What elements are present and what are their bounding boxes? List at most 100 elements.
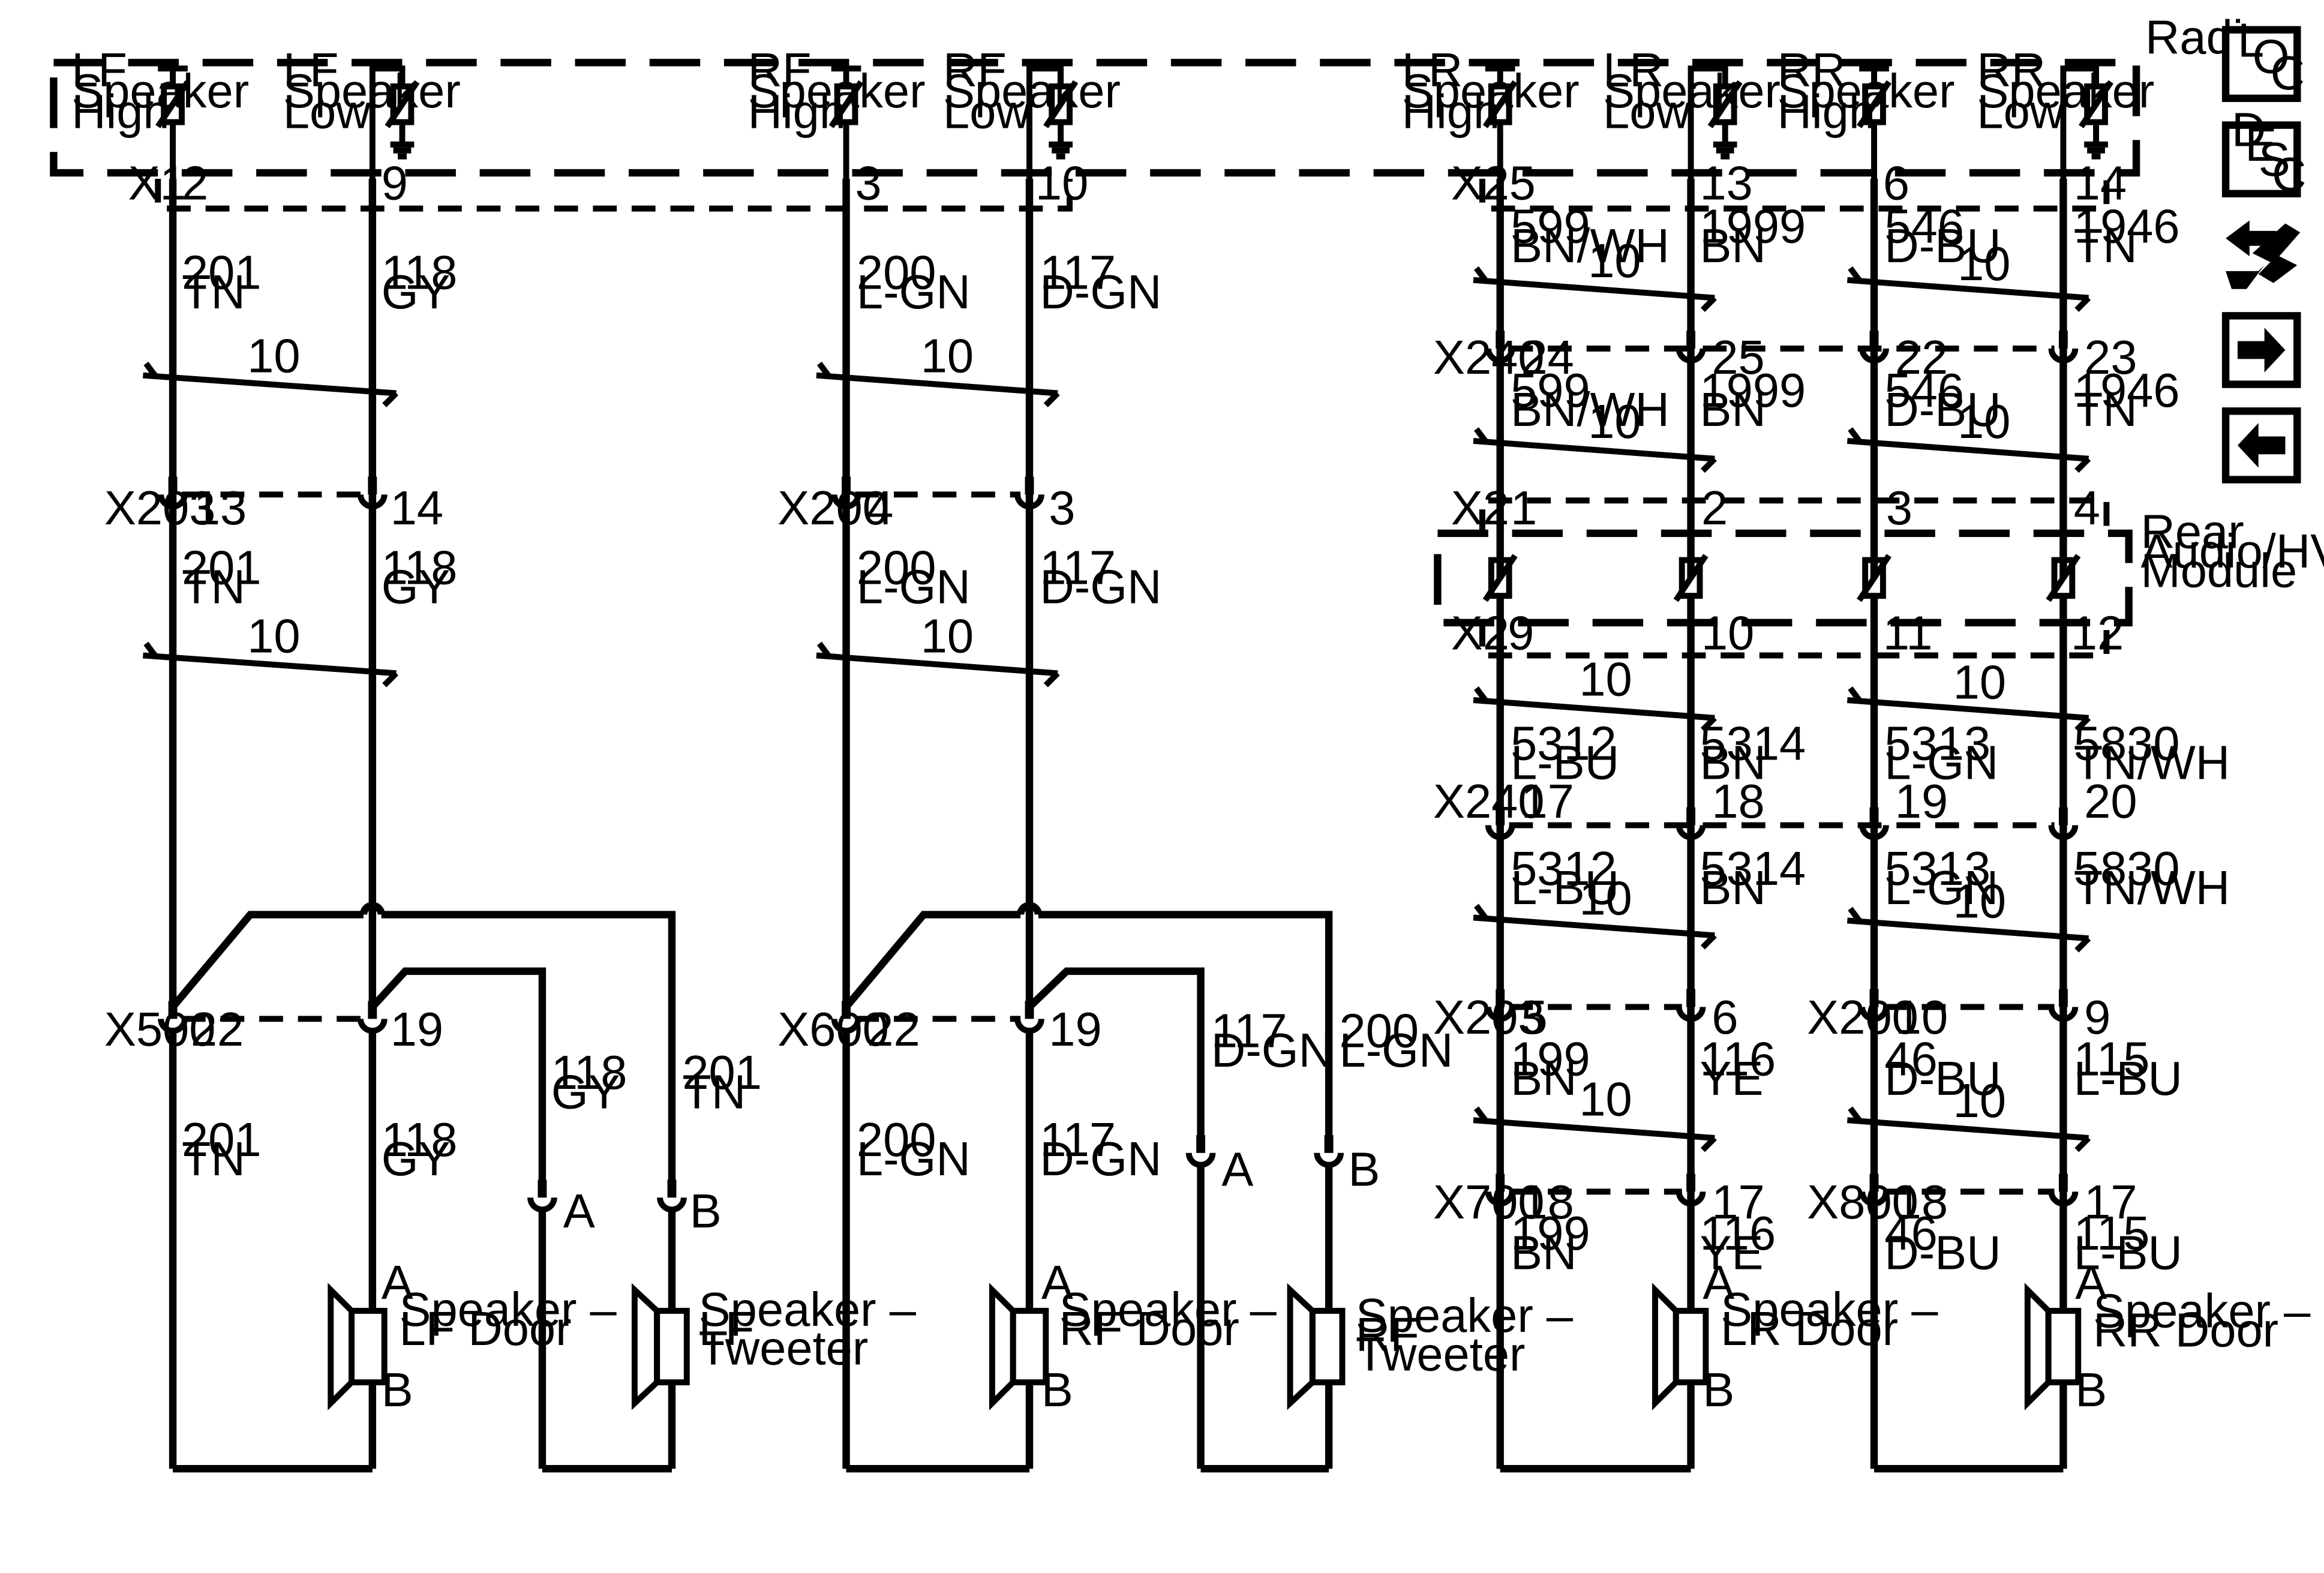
svg-text:D: D <box>2232 103 2266 156</box>
arrow-right-icon[interactable] <box>2221 312 2301 388</box>
svg-text:YE: YE <box>1700 1052 1763 1105</box>
svg-text:BN/WH: BN/WH <box>1511 383 1670 436</box>
svg-text:RR: RR <box>1977 43 2046 97</box>
svg-text:5312: 5312 <box>1511 842 1617 895</box>
speaker-lr-door-icon <box>1652 1283 1709 1410</box>
svg-text:117: 117 <box>1211 1004 1287 1058</box>
svg-text:L: L <box>2238 13 2264 67</box>
svg-text:GY: GY <box>382 560 451 614</box>
pin-label: 17 <box>2084 1175 2137 1229</box>
twist-label: 10 <box>1579 872 1632 925</box>
pin-label: 13 <box>194 481 247 535</box>
radio-module-outline <box>50 59 2140 177</box>
svg-text:TN: TN <box>182 1132 245 1185</box>
svg-text:C: C <box>2272 148 2306 201</box>
svg-text:200: 200 <box>857 541 936 594</box>
svg-text:5314: 5314 <box>1700 842 1806 895</box>
pin-label: A <box>2075 1256 2107 1309</box>
svg-text:116: 116 <box>1700 1206 1776 1260</box>
svg-text:5312: 5312 <box>1511 716 1617 770</box>
svg-text:BN/WH: BN/WH <box>1511 219 1670 272</box>
pin-label: 6 <box>1712 990 1738 1044</box>
svg-text:599: 599 <box>1511 200 1590 253</box>
loc-button[interactable]: L O C <box>2221 13 2305 103</box>
pin-label: B <box>1348 1142 1380 1196</box>
tweeter-connectors <box>527 1135 1344 1213</box>
svg-text:TN: TN <box>2074 219 2137 272</box>
front-wiring <box>143 178 1060 1013</box>
svg-text:TN/WH: TN/WH <box>2074 736 2230 789</box>
pin-label: B <box>1703 1363 1734 1416</box>
svg-text:TN: TN <box>682 1065 746 1118</box>
twist-label: 10 <box>1579 653 1632 706</box>
speaker-rr-door-label: Speaker –RR Door <box>2093 1284 2311 1356</box>
twist-label: 10 <box>921 329 974 383</box>
connector-x700-label: X700 <box>1433 1175 1545 1229</box>
svg-text:1999: 1999 <box>1700 364 1806 417</box>
pin-label: 9 <box>1508 607 1534 660</box>
twist-label: 10 <box>247 329 300 383</box>
pin-label: 14 <box>391 481 443 535</box>
pin-label: 14 <box>2074 157 2127 210</box>
svg-text:TN/WH: TN/WH <box>2074 861 2230 914</box>
pin-label: 17 <box>1712 1175 1764 1229</box>
svg-text:599: 599 <box>1511 364 1590 417</box>
svg-text:L-BU: L-BU <box>2074 1226 2182 1279</box>
svg-text:116: 116 <box>1700 1032 1776 1086</box>
front-speaker-wiring <box>169 1028 1333 1473</box>
pin-label: 3 <box>1049 481 1075 535</box>
svg-text:Module: Module <box>2141 544 2298 597</box>
svg-text:High: High <box>1402 85 1500 139</box>
svg-text:RF: RF <box>943 43 1007 97</box>
connector-x200-front <box>831 476 1044 510</box>
svg-text:46: 46 <box>1884 1206 1937 1260</box>
pin-label: 3 <box>1886 481 1912 535</box>
svg-text:Audio/HVAC: Audio/HVAC <box>2141 524 2324 578</box>
svg-text:Low: Low <box>1977 85 2064 139</box>
arrow-left-icon[interactable] <box>2221 407 2301 484</box>
speaker-lf-door-icon <box>328 1283 388 1410</box>
svg-text:118: 118 <box>382 246 458 299</box>
connector-x240-label: X240 <box>1433 331 1545 384</box>
pin-label: 2 <box>1701 481 1728 535</box>
desc-button[interactable]: D E S C <box>2221 103 2306 201</box>
svg-text:RR: RR <box>1777 43 1846 97</box>
svg-text:117: 117 <box>1040 246 1116 299</box>
pin-label: 22 <box>191 1002 244 1056</box>
connector-x1-band <box>155 178 1073 212</box>
pin-label: B <box>2075 1363 2107 1416</box>
svg-text:5830: 5830 <box>2074 716 2180 770</box>
pin-label: B <box>1041 1363 1073 1416</box>
svg-text:LF: LF <box>699 1302 755 1355</box>
pin-label: 10 <box>1035 157 1088 210</box>
pin-label: 20 <box>2084 775 2137 828</box>
svg-text:O: O <box>2253 30 2290 83</box>
svg-text:L-GN: L-GN <box>857 265 971 319</box>
connector-swap-icon[interactable] <box>2226 220 2301 289</box>
connector-x240-label: X240 <box>1433 775 1545 828</box>
svg-text:L-GN: L-GN <box>1884 861 1998 914</box>
svg-text:BN: BN <box>1511 1052 1577 1105</box>
pin-label: 19 <box>1895 775 1948 828</box>
twist-label: 10 <box>1588 395 1641 448</box>
svg-text:TN: TN <box>182 265 245 319</box>
svg-text:BN: BN <box>1700 736 1765 789</box>
pin-label: A <box>1703 1256 1734 1309</box>
svg-text:46: 46 <box>1884 1032 1937 1086</box>
svg-text:D-BU: D-BU <box>1884 1226 2001 1279</box>
twist-label: 10 <box>1953 656 2006 709</box>
svg-text:117: 117 <box>1040 541 1116 594</box>
front-branch-wiring <box>170 902 1333 1192</box>
speaker-lf-tweeter-icon <box>631 1283 690 1410</box>
svg-text:LF Door: LF Door <box>400 1302 572 1355</box>
svg-text:L-GN: L-GN <box>1884 736 1998 789</box>
svg-text:D-GN: D-GN <box>1040 265 1161 319</box>
pin-label: 19 <box>1049 1002 1101 1056</box>
pin-label: 9 <box>2084 990 2110 1044</box>
